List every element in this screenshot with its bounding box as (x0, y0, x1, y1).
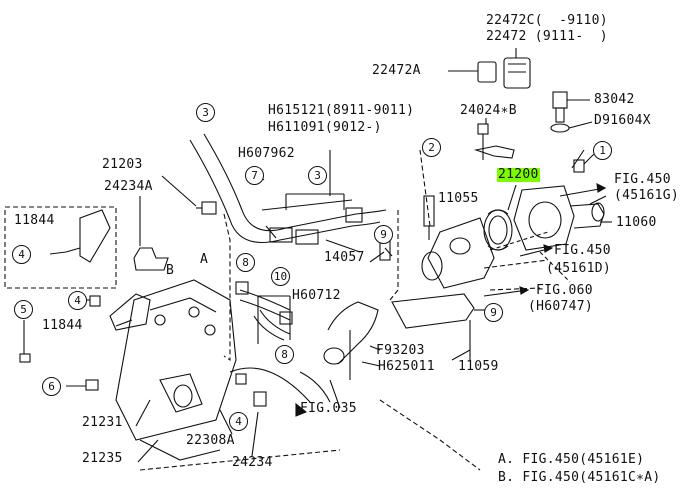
part-22472c-label[interactable]: 22472C( -9110) (486, 13, 608, 28)
hose-f93203-drawing (323, 301, 381, 380)
callout-8-bottom[interactable]: 8 (275, 345, 294, 364)
sensor-22472-drawing (448, 48, 531, 89)
part-21235-label[interactable]: 21235 (82, 451, 123, 466)
part-11060-label[interactable]: 11060 (616, 215, 657, 230)
part-24024b-label[interactable]: 24024∗B (460, 103, 517, 118)
part-h607962-label[interactable]: H607962 (238, 146, 295, 161)
part-24234a-label[interactable]: 24234A (104, 179, 153, 194)
part-24234-label[interactable]: 24234 (232, 455, 273, 470)
part-11844-inset-label[interactable]: 11844 (14, 213, 55, 228)
engine-block-drawing (115, 279, 331, 461)
fig-450-d-label[interactable]: FIG.450 (554, 243, 611, 258)
callout-9-right[interactable]: 9 (484, 303, 503, 322)
callout-1[interactable]: 1 (593, 141, 612, 160)
callout-9-left[interactable]: 9 (374, 225, 393, 244)
fig-060-label[interactable]: FIG.060 (536, 283, 593, 298)
part-22472-label[interactable]: 22472 (9111- ) (486, 29, 608, 44)
part-h611091-label[interactable]: H611091(9012-) (268, 120, 382, 135)
sensor-21203-drawing (161, 175, 217, 215)
callout-5[interactable]: 5 (14, 300, 33, 319)
callout-4-inset[interactable]: 4 (12, 245, 31, 264)
legend-b-label: B. FIG.450(45161C∗A) (498, 470, 661, 485)
callout-3-top[interactable]: 3 (196, 103, 215, 122)
bolts-drawing (19, 153, 595, 407)
ref-a-marker: A (200, 252, 209, 267)
fig-450-g-sub-label[interactable]: (45161G) (614, 188, 680, 203)
part-22472a-label[interactable]: 22472A (372, 63, 421, 78)
part-21203-label[interactable]: 21203 (102, 157, 143, 172)
fig-035-label[interactable]: FIG.035 (300, 401, 357, 416)
part-11844-label[interactable]: 11844 (42, 318, 83, 333)
part-11059-label[interactable]: 11059 (458, 359, 499, 374)
group-bounds (139, 210, 481, 471)
callout-4-bottom[interactable]: 4 (229, 412, 248, 431)
thermostat-21200-drawing (483, 184, 517, 251)
hose-8-drawing (235, 281, 293, 344)
part-f93203-label[interactable]: F93203 (376, 343, 425, 358)
ref-b-marker: B (166, 263, 175, 278)
part-83042-label[interactable]: 83042 (594, 92, 635, 107)
callout-3-mid[interactable]: 3 (308, 166, 327, 185)
part-21200-label[interactable]: 21200 (497, 167, 540, 182)
dashed-leaders (419, 149, 549, 291)
hose-pipe-drawing (189, 133, 387, 253)
leader-lines (49, 251, 471, 463)
part-14057-label[interactable]: 14057 (324, 250, 365, 265)
callout-6[interactable]: 6 (42, 377, 61, 396)
callout-10[interactable]: 10 (271, 267, 290, 286)
bolt-24024b-drawing (473, 118, 515, 160)
fig-060-sub-label[interactable]: (H60747) (528, 299, 594, 314)
clip-24234a-drawing (133, 196, 169, 271)
sensor-83042-drawing (550, 91, 593, 133)
fig-arrows (483, 183, 607, 297)
fig-450-g-label[interactable]: FIG.450 (614, 172, 671, 187)
callout-2[interactable]: 2 (422, 138, 441, 157)
part-11055-label[interactable]: 11055 (438, 191, 479, 206)
legend-a-label[interactable]: A. FIG.450(45161E) (498, 452, 645, 467)
part-22308a-label[interactable]: 22308A (186, 433, 235, 448)
part-d91604x-label[interactable]: D91604X (594, 113, 651, 128)
part-h60712-label[interactable]: H60712 (292, 288, 341, 303)
part-21231-label[interactable]: 21231 (82, 415, 123, 430)
bracket-11844-drawing (65, 209, 151, 331)
fig-450-d-sub-label[interactable]: (45161D) (546, 261, 612, 276)
part-h615121-label[interactable]: H615121(8911-9011) (268, 103, 415, 118)
housing-11055-drawing (421, 195, 549, 289)
callout-4-left[interactable]: 4 (68, 291, 87, 310)
callout-7[interactable]: 7 (245, 166, 264, 185)
callout-8-top[interactable]: 8 (236, 253, 255, 272)
part-h625011-label[interactable]: H625011 (378, 359, 435, 374)
